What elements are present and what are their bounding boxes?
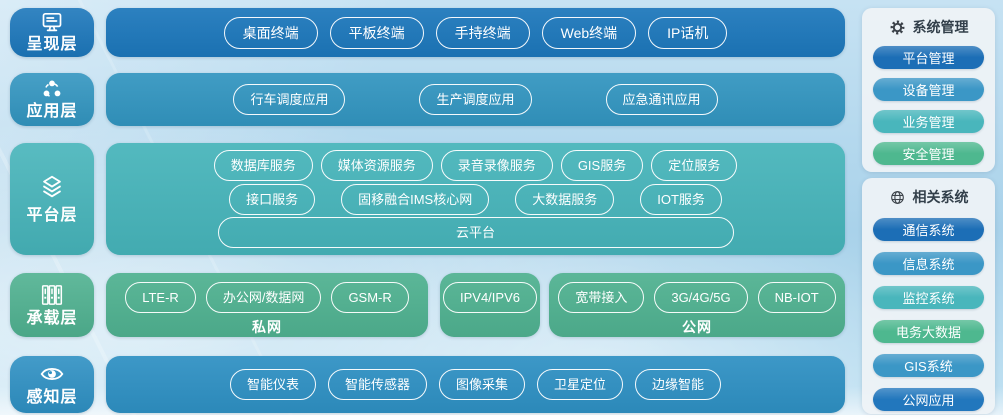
perception-pill: 边缘智能 — [635, 369, 722, 400]
private-network-pills: LTE-R 办公网/数据网 GSM-R — [125, 282, 409, 313]
network-pill: IPV4/IPV6 — [443, 282, 537, 313]
terminal-pill: Web终端 — [541, 16, 637, 49]
gear-icon — [889, 19, 906, 36]
terminal-pill: 桌面终端 — [223, 16, 318, 49]
network-pill: GSM-R — [331, 282, 409, 313]
share-nodes-icon — [40, 77, 64, 101]
service-pill: 接口服务 — [229, 183, 316, 215]
system-management-items: 平台管理设备管理业务管理安全管理 — [873, 37, 984, 165]
terminal-pill: 手持终端 — [435, 16, 530, 49]
layer-badge-application: 应用层 — [10, 73, 94, 126]
ip-protocol-pills: IPV4/IPV6 — [443, 282, 537, 313]
perception-pill: 智能传感器 — [327, 369, 427, 400]
application-pill: 行车调度应用 — [233, 84, 346, 115]
system-button: 电务大数据 — [873, 320, 984, 343]
layer-badge-platform: 平台层 — [10, 143, 94, 255]
layer-badge-perception: 感知层 — [10, 356, 94, 413]
network-pill: 3G/4G/5G — [654, 282, 748, 313]
cloud-platform-pill: 云平台 — [217, 217, 734, 249]
perception-layer-bar: 智能仪表智能传感器图像采集卫星定位边缘智能 — [106, 356, 845, 413]
service-pill: IOT服务 — [640, 183, 722, 215]
private-network-block: LTE-R 办公网/数据网 GSM-R 私网 — [106, 273, 428, 337]
public-network-caption: 公网 — [682, 319, 712, 335]
cloud-platform-row: 云平台 — [217, 217, 734, 249]
related-systems-items: 通信系统信息系统监控系统电务大数据 GIS系统公网应用 — [873, 207, 984, 411]
service-pill: 固移融合IMS核心网 — [341, 183, 490, 215]
panel-title: 相关系统 — [912, 189, 969, 205]
service-pill: 定位服务 — [651, 149, 738, 181]
server-rack-icon — [39, 282, 65, 308]
eye-icon — [39, 361, 65, 387]
network-pill: NB-IOT — [757, 282, 836, 313]
management-button: 平台管理 — [873, 46, 984, 69]
management-button: 安全管理 — [873, 142, 984, 165]
management-button: 设备管理 — [873, 78, 984, 101]
system-button: 监控系统 — [873, 286, 984, 309]
system-management-panel: 系统管理 平台管理设备管理业务管理安全管理 — [862, 8, 995, 172]
presentation-layer-bar: 桌面终端平板终端手持终端 Web终端 IP话机 — [106, 8, 845, 57]
perception-pill-group: 智能仪表智能传感器图像采集卫星定位边缘智能 — [229, 369, 722, 400]
system-button: 通信系统 — [873, 218, 984, 241]
network-pill: LTE-R — [125, 282, 196, 313]
layer-label: 应用层 — [26, 103, 78, 121]
layer-badge-presentation: 呈现层 — [10, 8, 94, 57]
system-management-header: 系统管理 — [889, 17, 969, 37]
layer-label: 感知层 — [26, 389, 78, 407]
layer-label: 承载层 — [26, 309, 78, 327]
system-button: 信息系统 — [873, 252, 984, 275]
application-pill: 生产调度应用 — [419, 84, 532, 115]
perception-pill: 卫星定位 — [537, 369, 624, 400]
layer-label: 平台层 — [26, 206, 78, 224]
layer-label: 呈现层 — [26, 36, 78, 54]
perception-pill: 智能仪表 — [229, 369, 316, 400]
monitor-icon — [40, 10, 64, 34]
system-button: 公网应用 — [873, 388, 984, 411]
layers-icon — [38, 173, 66, 201]
related-systems-panel: 相关系统 通信系统信息系统监控系统电务大数据 GIS系统公网应用 — [862, 178, 995, 414]
perception-pill: 图像采集 — [438, 369, 525, 400]
terminal-pill: IP话机 — [648, 16, 728, 49]
related-systems-header: 相关系统 — [889, 187, 969, 207]
network-pill: 宽带接入 — [558, 282, 645, 313]
network-pill: 办公网/数据网 — [205, 282, 322, 313]
application-pill-group: 行车调度应用 生产调度应用 应急通讯应用 — [233, 84, 718, 115]
terminal-pill-group: 桌面终端平板终端手持终端 Web终端 IP话机 — [223, 16, 728, 49]
platform-service-row-2: 接口服务固移融合IMS核心网大数据服务 IOT服务 — [229, 183, 722, 215]
panel-title: 系统管理 — [912, 19, 969, 35]
system-button: GIS系统 — [873, 354, 984, 377]
management-button: 业务管理 — [873, 110, 984, 133]
private-network-caption: 私网 — [252, 319, 282, 335]
service-pill: 媒体资源服务 — [320, 149, 433, 181]
application-pill: 应急通讯应用 — [605, 84, 718, 115]
service-pill: 录音录像服务 — [440, 149, 553, 181]
service-pill: 数据库服务 — [213, 149, 313, 181]
public-network-pills: 宽带接入 3G/4G/5G NB-IOT — [558, 282, 836, 313]
layer-badge-bearer: 承载层 — [10, 273, 94, 337]
terminal-pill: 平板终端 — [329, 16, 424, 49]
globe-icon — [889, 189, 906, 206]
application-layer-bar: 行车调度应用 生产调度应用 应急通讯应用 — [106, 73, 845, 126]
service-pill: 大数据服务 — [515, 183, 615, 215]
public-network-block: 宽带接入 3G/4G/5G NB-IOT 公网 — [549, 273, 845, 337]
ip-protocol-block: IPV4/IPV6 — [440, 273, 540, 337]
service-pill: GIS服务 — [560, 149, 644, 181]
